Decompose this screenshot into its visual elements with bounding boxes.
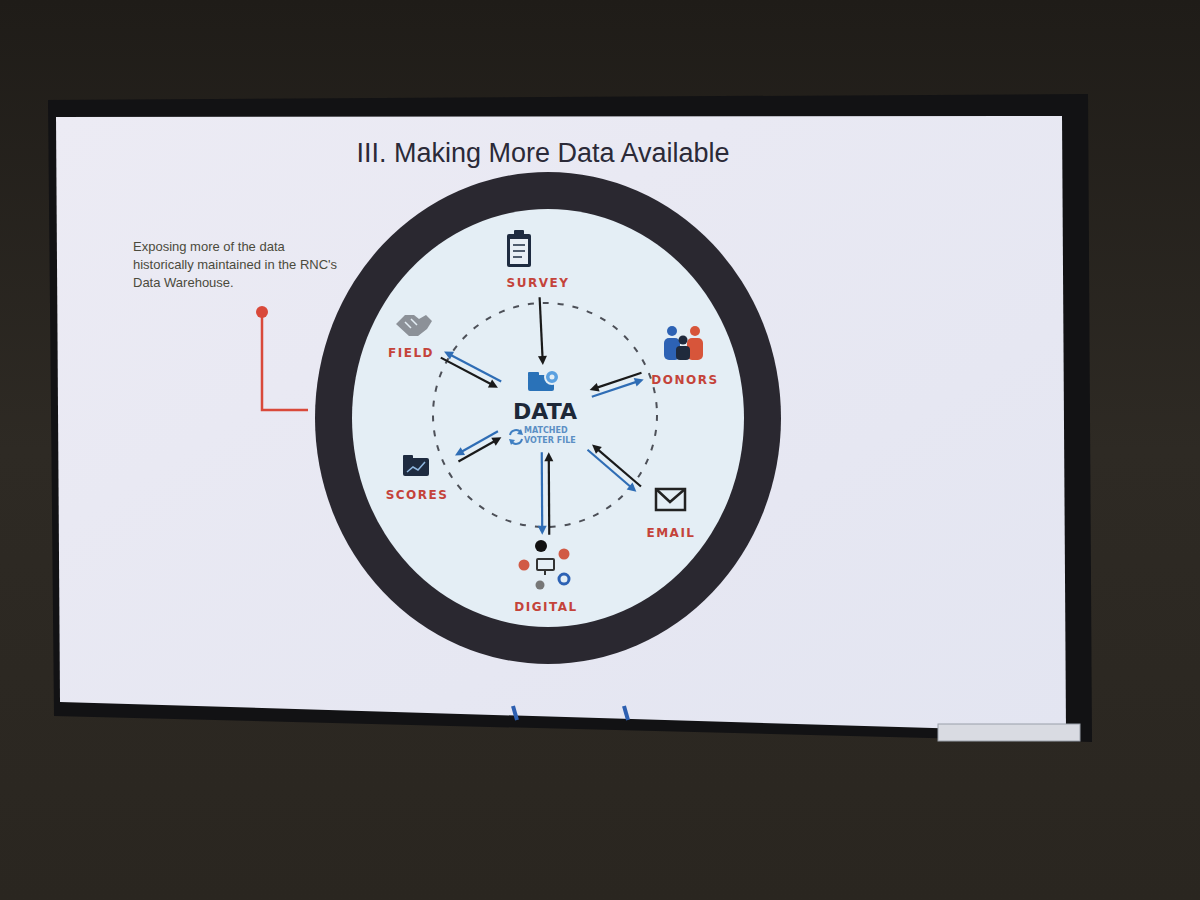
taskbar-item (938, 724, 1080, 741)
leader-line-part (256, 306, 268, 318)
hub-node: DONORS (647, 335, 722, 389)
slide-title: III. Making More Data Available (356, 138, 729, 169)
scores-icon-part (403, 458, 429, 476)
inner-disc (352, 209, 744, 627)
arrow-head (634, 378, 644, 387)
flow-arrow (590, 373, 644, 397)
cycle-dashes (433, 303, 657, 527)
connector-line (588, 450, 632, 487)
callout-note: Exposing more of the data historically m… (133, 238, 348, 293)
node-label: DIGITAL (514, 600, 577, 614)
hub-node: DIGITAL (510, 540, 581, 616)
handshake-icon (396, 315, 432, 336)
donors-icon (664, 326, 703, 360)
arrow-head (592, 444, 602, 453)
tv-bezel (48, 94, 1092, 742)
connector-line (541, 452, 544, 528)
connector-line (441, 358, 492, 385)
digital-icons-part (537, 559, 554, 570)
data-icon (528, 370, 559, 391)
connector-line (597, 449, 641, 486)
arrow-head (627, 483, 637, 492)
donors-icon-part (679, 336, 688, 345)
sync-icon (509, 429, 523, 445)
scores-icon (403, 455, 429, 476)
leader-line-part (262, 312, 308, 410)
survey-icon-part (513, 256, 522, 258)
hub-title: DATA (508, 400, 582, 424)
hub-subtitle: MATCHED VOTER FILE (508, 426, 582, 445)
sync-icon-part (517, 429, 523, 435)
flow-arrow (441, 351, 501, 387)
leader-line (256, 306, 308, 410)
digital-icons-part (559, 574, 569, 584)
donors-icon-part (676, 346, 690, 360)
stand-marks (513, 706, 628, 720)
node-label: SURVEY (507, 276, 570, 290)
hub-node: SURVEY (503, 236, 574, 292)
connector-line (458, 441, 495, 462)
flow-arrow (455, 431, 501, 461)
hub-node: FIELD (384, 314, 438, 362)
donors-icon-part (667, 326, 677, 336)
arrow-head (538, 526, 547, 535)
data-icon-part (550, 375, 555, 380)
connector-line (540, 297, 543, 358)
data-icon-part (528, 372, 539, 377)
donors-icon-part (690, 326, 700, 336)
outer-ring (315, 172, 781, 664)
survey-icon-part (513, 244, 525, 246)
data-icon-part (545, 370, 559, 384)
survey-icon-part (510, 239, 528, 264)
scores-icon-part (403, 455, 413, 460)
screen (56, 116, 1066, 732)
hub-node: DATA MATCHED VOTER FILE (504, 370, 586, 447)
email-icon-part (656, 489, 685, 510)
handshake-icon-part (405, 319, 417, 328)
digital-icons-part (559, 549, 570, 560)
survey-icon-part (507, 234, 531, 267)
digital-icons-part (536, 581, 545, 590)
email-icon-part (656, 489, 685, 502)
node-label: FIELD (388, 346, 434, 360)
digital-icons-part (535, 540, 547, 552)
survey-icon-part (513, 250, 525, 252)
arrow-head (590, 383, 600, 392)
survey-icon (507, 230, 531, 267)
arrow-head (538, 356, 547, 365)
node-label: SCORES (386, 488, 449, 502)
handshake-icon-part (396, 315, 432, 336)
arrow-head (544, 452, 553, 461)
hub-node: SCORES (382, 458, 453, 504)
connector-line (548, 459, 551, 535)
arrow-head (444, 351, 454, 359)
digital-icons-part (544, 570, 546, 575)
flow-arrow (538, 297, 547, 365)
flow-arrow (538, 452, 554, 535)
hub-node: EMAIL (642, 492, 699, 542)
node-label: EMAIL (646, 526, 695, 540)
stand-marks-part (624, 706, 628, 720)
flow-arrow (588, 444, 641, 491)
digital-icons (519, 540, 570, 590)
arrow-head (455, 447, 465, 455)
survey-icon-part (514, 230, 524, 236)
arrow-head (491, 437, 501, 445)
digital-icons-part (519, 560, 530, 571)
sync-icon-part (509, 439, 515, 445)
email-icon (656, 489, 685, 510)
scores-icon-part (407, 462, 425, 472)
stand-marks-part (513, 706, 517, 720)
connector-line (450, 355, 501, 382)
arrow-head (488, 380, 498, 388)
node-label: DONORS (651, 373, 718, 387)
connector-line (596, 373, 641, 388)
